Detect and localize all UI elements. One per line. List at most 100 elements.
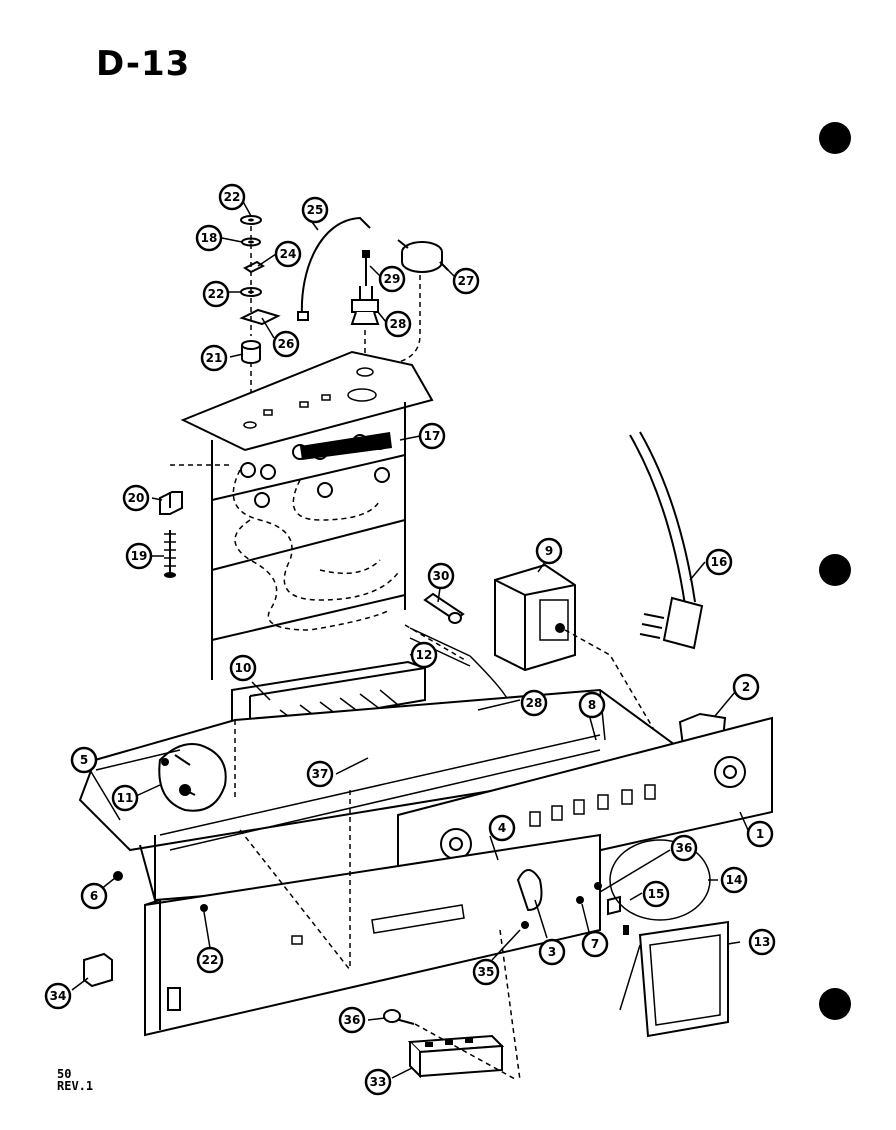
callout-15: 15 (642, 880, 670, 908)
callout-22-top: 22 (218, 183, 246, 211)
control-panel-housing (78, 688, 682, 902)
callout-22-mid: 22 (202, 280, 230, 308)
callout-30: 30 (427, 562, 455, 590)
svg-text:1: 1 (756, 827, 764, 841)
svg-text:5: 5 (80, 753, 88, 767)
screw (113, 871, 123, 881)
insulator-and-bolt (159, 491, 183, 578)
callout-group: 22 18 24 22 26 21 25 29 28 27 17 20 19 3… (44, 183, 776, 1096)
svg-text:37: 37 (312, 767, 329, 781)
svg-text:17: 17 (424, 429, 441, 443)
callout-28: 28 (384, 310, 412, 338)
page-footer: 50 REV.1 (57, 1068, 93, 1092)
callout-5: 5 (70, 746, 98, 774)
svg-text:10: 10 (235, 661, 252, 675)
svg-text:6: 6 (90, 889, 98, 903)
callout-22-low: 22 (196, 946, 224, 974)
callout-36-bottom: 36 (338, 1006, 366, 1034)
svg-text:33: 33 (370, 1075, 387, 1089)
svg-text:9: 9 (545, 544, 553, 558)
binder-hole-top (819, 122, 851, 154)
callout-3: 3 (538, 938, 566, 966)
callout-37: 37 (306, 760, 334, 788)
outlet-box (83, 952, 113, 988)
callout-20: 20 (122, 484, 150, 512)
callout-18-top: 18 (195, 224, 223, 252)
heating-element-assembly (211, 402, 406, 680)
wire-lead (300, 216, 371, 316)
svg-text:29: 29 (384, 272, 401, 286)
svg-text:14: 14 (726, 873, 743, 887)
callout-8: 8 (578, 691, 606, 719)
page-number: 50 (57, 1067, 72, 1081)
element-mounting-plate (180, 350, 434, 452)
window-frame (619, 920, 729, 1038)
svg-text:20: 20 (128, 491, 145, 505)
lower-front-panel (144, 790, 601, 1081)
callout-16: 16 (705, 548, 733, 576)
callout-7: 7 (581, 930, 609, 958)
svg-text:36: 36 (344, 1013, 361, 1027)
revision-label: REV.1 (57, 1079, 94, 1093)
callout-1: 1 (746, 820, 774, 848)
callout-13: 13 (748, 928, 776, 956)
callout-21: 21 (200, 344, 228, 372)
terminal-block (383, 1009, 516, 1080)
diagram-title: D-13 (96, 44, 191, 84)
svg-text:7: 7 (591, 937, 599, 951)
binder-hole-bottom (819, 988, 851, 1020)
svg-text:11: 11 (117, 791, 134, 805)
svg-text:35: 35 (478, 965, 495, 979)
callout-14: 14 (720, 866, 748, 894)
top-hardware-stack (239, 215, 281, 412)
callout-34: 34 (44, 982, 72, 1010)
svg-text:22: 22 (208, 287, 225, 301)
callout-9: 9 (535, 537, 563, 565)
svg-text:30: 30 (433, 569, 450, 583)
svg-text:22: 22 (202, 953, 219, 967)
callout-35: 35 (472, 958, 500, 986)
callout-26: 26 (272, 330, 300, 358)
svg-text:16: 16 (711, 555, 728, 569)
svg-text:25: 25 (307, 203, 324, 217)
callout-29: 29 (378, 265, 406, 293)
callout-17: 17 (418, 422, 446, 450)
callout-36-right: 36 (670, 834, 698, 862)
svg-text:36: 36 (676, 841, 693, 855)
callout-33: 33 (364, 1068, 392, 1096)
timer-control-box (494, 563, 661, 741)
callout-6: 6 (80, 882, 108, 910)
svg-text:24: 24 (280, 247, 297, 261)
svg-text:19: 19 (131, 549, 148, 563)
binder-hole-middle (819, 554, 851, 586)
callout-2: 2 (732, 673, 760, 701)
svg-text:13: 13 (754, 935, 771, 949)
svg-text:34: 34 (50, 989, 67, 1003)
callout-24: 24 (274, 240, 302, 268)
svg-text:22: 22 (224, 190, 241, 204)
callout-4: 4 (488, 814, 516, 842)
svg-text:4: 4 (498, 821, 506, 835)
callout-11: 11 (111, 784, 139, 812)
selector-switch (158, 743, 227, 812)
wire-terminal (297, 311, 309, 321)
callout-12: 12 (410, 641, 438, 669)
callout-25: 25 (301, 196, 329, 224)
svg-text:12: 12 (416, 648, 433, 662)
svg-text:2: 2 (742, 680, 750, 694)
svg-text:28: 28 (526, 696, 543, 710)
callout-19: 19 (125, 542, 153, 570)
svg-text:8: 8 (588, 698, 596, 712)
power-cord (629, 431, 704, 650)
svg-text:3: 3 (548, 945, 556, 959)
svg-text:15: 15 (648, 887, 665, 901)
svg-text:18: 18 (201, 231, 218, 245)
svg-text:28: 28 (390, 317, 407, 331)
callout-10: 10 (229, 654, 257, 682)
svg-text:26: 26 (278, 337, 295, 351)
callout-28-lower: 28 (520, 689, 548, 717)
callout-27: 27 (452, 267, 480, 295)
svg-text:21: 21 (206, 351, 223, 365)
